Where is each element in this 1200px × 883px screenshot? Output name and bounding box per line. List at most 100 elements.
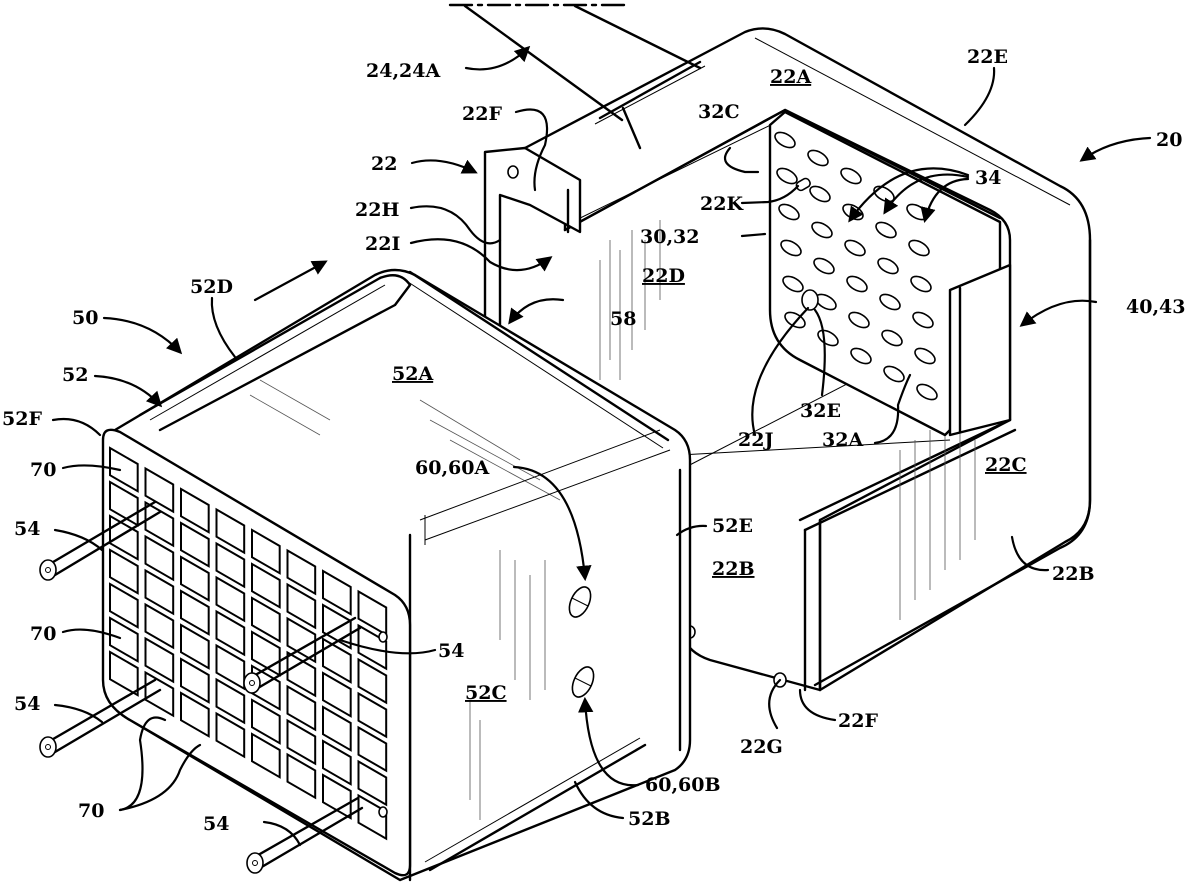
insertion-axis-24 [448,3,702,122]
contact-slot-34 [877,257,899,275]
module-40-43 [948,263,1012,437]
contact-cell [109,616,139,663]
housing-right-face [813,238,1092,687]
connector-plate-32 [768,110,1002,437]
seal-58 [408,270,670,442]
label-22B-outer: 22B [1052,563,1095,585]
label-22D: 22D [642,265,685,287]
contact-slot-34 [912,311,934,329]
contact-cell [357,657,388,705]
contact-slot-34 [875,221,897,239]
insertion-arrow [253,260,328,302]
label-32C: 32C [698,101,740,123]
contact-slot-34 [850,347,872,365]
contact-cell [215,677,246,725]
label-22I: 22I [365,233,400,255]
label-22: 22 [371,153,397,175]
contact-slot-34 [910,275,932,293]
contact-cell [251,698,281,745]
contact-slot-34 [846,275,868,293]
label-70-mid: 70 [30,623,56,645]
hole-32E [801,289,819,311]
label-60-60B: 60,60B [645,774,721,796]
contact-cell [109,548,139,595]
contact-cell [251,528,281,575]
contact-cell [286,718,317,766]
label-22E: 22E [967,46,1008,68]
contact-cell [215,575,246,623]
contact-cell [251,562,281,609]
contact-cell [357,691,388,739]
label-24-24A: 24,24A [366,60,440,82]
label-20: 20 [1156,129,1182,151]
contact-cell [357,793,388,841]
contact-cell [357,623,388,671]
housing-side-hatch [899,420,976,620]
contact-slot-34 [916,383,938,401]
contact-slot-34 [908,239,930,257]
contact-cell [180,691,210,738]
contact-cell [251,596,281,643]
label-52B: 52B [628,808,671,830]
contact-cell [144,466,175,514]
label-52E: 52E [712,515,753,537]
housing-20 [483,27,1092,692]
label-30-32: 30,32 [640,226,700,248]
contact-cell [180,623,210,670]
contact-cell [322,705,352,752]
label-50: 50 [72,307,98,329]
contact-cell [322,637,352,684]
label-22K: 22K [700,193,744,215]
contact-slot-34 [914,347,936,365]
label-54-c: 54 [203,813,229,835]
label-52: 52 [62,364,88,386]
contact-cell [286,752,317,800]
contact-cell [286,684,317,732]
label-52C: 52C [465,682,507,704]
contact-cell [180,555,210,602]
label-32E: 32E [800,400,841,422]
contact-cell [215,541,246,589]
label-22H: 22H [355,199,399,221]
contact-cell [144,602,175,650]
guide-pin-54-lower [39,678,162,758]
label-52D: 52D [190,276,233,298]
contact-cell [109,582,139,629]
contact-cell [109,514,139,561]
contact-cell [215,711,246,759]
contact-cell [215,643,246,691]
label-32A: 32A [822,429,863,451]
contact-cell [286,582,317,630]
dial-60B [571,666,595,698]
housing-rear-wall [599,220,661,380]
contact-slot-34 [778,203,800,221]
contact-cell [144,670,175,718]
contact-slot-34 [883,365,905,383]
label-22C: 22C [985,454,1027,476]
contact-slot-34 [844,239,866,257]
guide-pin-54-bottom [246,796,364,874]
guide-pin-54-mid [243,616,362,694]
contact-slot-34 [811,221,833,239]
label-60-60A: 60,60A [415,457,489,479]
module-side-hatch [469,550,546,820]
label-22F-top: 22F [462,103,502,125]
label-70-bottom: 70 [78,800,104,822]
contact-cell [109,650,139,697]
contact-cell [322,569,352,616]
label-40-43: 40,43 [1126,296,1186,318]
module-top-hatch [249,379,561,501]
label-34: 34 [975,167,1001,189]
contact-cell [286,548,317,596]
contact-slot-34 [809,185,831,203]
contact-cell [144,534,175,582]
label-22J: 22J [738,429,773,451]
contact-cell [144,636,175,684]
reference-labels: 24,24A 22F 22A 22E 32C 20 22 22K 34 22H … [2,46,1186,835]
contact-cell [215,609,246,657]
label-54-b: 54 [14,693,40,715]
contact-cell [180,589,210,636]
contact-slot-34 [848,311,870,329]
label-58: 58 [610,308,636,330]
